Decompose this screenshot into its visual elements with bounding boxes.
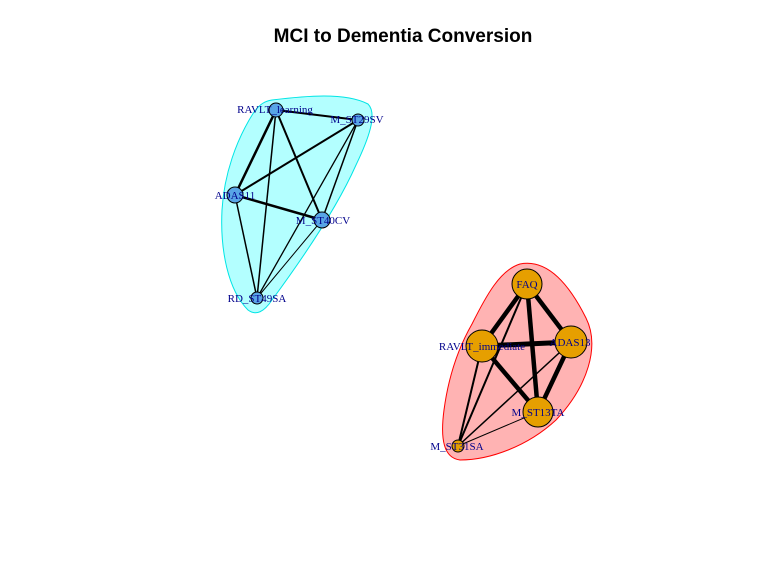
group-hull — [442, 262, 593, 461]
node-label-n3: ADAS11 — [215, 190, 256, 202]
edge-m1-m5 — [457, 283, 528, 447]
edge-n1-n4 — [275, 109, 323, 221]
edge-n2-n4 — [321, 119, 359, 221]
node-label-n5: RD_ST49SA — [228, 293, 287, 305]
node-label-n2: M_ST29SV — [330, 114, 383, 126]
node-n4 — [313, 211, 331, 229]
node-m4 — [522, 396, 554, 428]
edge-n3-n4 — [234, 193, 323, 222]
edge-m1-m4 — [524, 283, 541, 413]
node-label-m1: FAQ — [516, 279, 537, 291]
node-label-n1: RAVLT_learning — [237, 104, 313, 116]
node-label-m4: M_ST13TA — [512, 407, 565, 419]
node-label-m3: ADAS13 — [550, 337, 591, 349]
node-m1 — [511, 268, 543, 300]
node-m5 — [451, 439, 465, 453]
edge-n4-n5 — [256, 219, 323, 299]
node-n1 — [268, 102, 284, 118]
node-label-m2: RAVLT_immediate — [439, 341, 525, 353]
edge-n2-n5 — [256, 119, 359, 299]
edge-n2-n3 — [234, 119, 359, 196]
edge-n1-n2 — [275, 109, 359, 121]
node-label-m5: M_ST31SA — [430, 441, 483, 453]
group-hull — [221, 95, 373, 314]
edge-m3-m5 — [457, 341, 572, 447]
plot-title: MCI to Dementia Conversion — [273, 26, 533, 47]
node-n5 — [250, 291, 264, 305]
node-m3 — [554, 325, 588, 359]
node-m2 — [465, 329, 499, 363]
node-label-n4: M_ST40CV — [296, 215, 350, 227]
node-n3 — [226, 186, 244, 204]
edge-n3-n5 — [234, 194, 258, 299]
edge-m2-m5 — [457, 345, 483, 447]
node-n2 — [351, 113, 365, 127]
edge-n1-n3 — [233, 109, 278, 196]
